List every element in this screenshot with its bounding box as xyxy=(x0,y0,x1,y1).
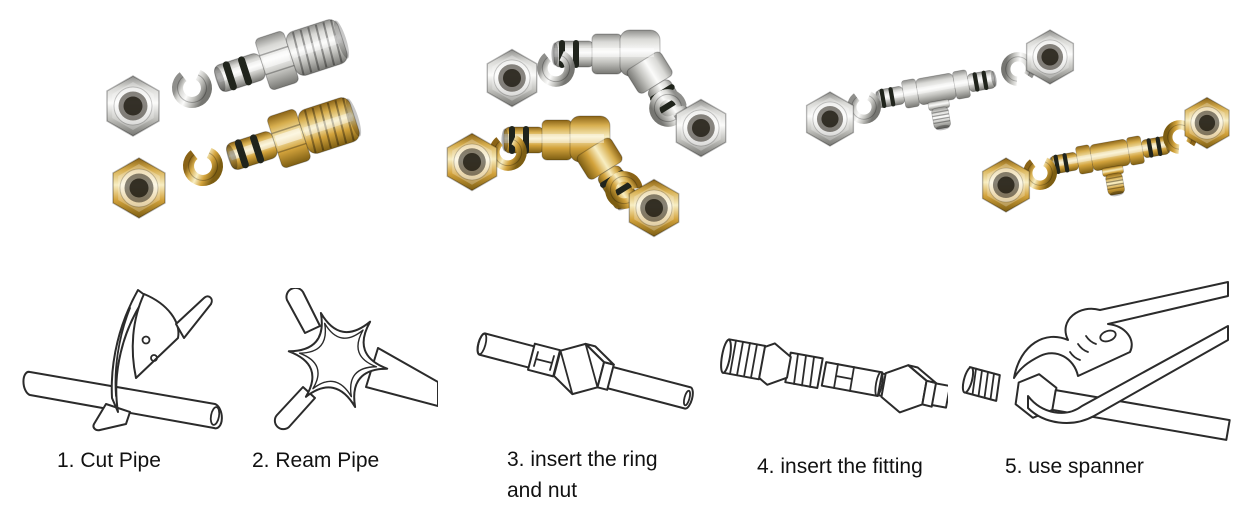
pipe-reamer-illustration xyxy=(273,288,438,431)
pipe-cutter-illustration xyxy=(22,289,223,432)
compression-nut-nickel xyxy=(486,48,538,108)
compression-nut-nickel xyxy=(805,91,855,147)
spanner-illustration xyxy=(961,281,1231,441)
pipe-ring-nut-illustration xyxy=(476,332,694,410)
compression-nut-nickel xyxy=(1025,29,1075,85)
step2-caption: 2. Ream Pipe xyxy=(252,449,380,472)
fitting-body-brass xyxy=(218,89,368,185)
elbow-body-nickel xyxy=(551,29,698,132)
compression-nut-brass xyxy=(112,157,166,219)
compression-nut-brass xyxy=(446,132,498,192)
step1-art xyxy=(18,278,238,443)
tee-fitting-photo xyxy=(775,15,1233,220)
step5-art xyxy=(958,278,1231,443)
tee-body-brass xyxy=(1046,129,1179,208)
compression-nut-nickel xyxy=(106,75,160,137)
step2-art xyxy=(238,288,438,438)
compression-nut-brass xyxy=(981,157,1031,213)
step4-caption: 4. insert the fitting xyxy=(757,455,923,478)
elbow-fitting-photo xyxy=(438,8,758,238)
straight-coupling-photo xyxy=(75,12,405,232)
straight-coupling-illustration xyxy=(106,12,368,219)
split-ring-brass xyxy=(184,147,222,185)
split-ring-nickel xyxy=(173,69,211,107)
tee-body-nickel xyxy=(872,63,1005,142)
fitting-body-nickel xyxy=(206,12,356,107)
step4-art xyxy=(708,308,948,433)
step1-caption: 1. Cut Pipe xyxy=(57,449,161,472)
step3-art xyxy=(468,308,698,433)
step3-caption: 3. insert the ring and nut xyxy=(507,448,658,502)
tee-fitting-illustration xyxy=(805,29,1230,213)
fitting-insert-illustration xyxy=(720,338,948,414)
step5-caption: 5. use spanner xyxy=(1005,455,1144,478)
elbow-fitting-illustration xyxy=(446,29,727,238)
